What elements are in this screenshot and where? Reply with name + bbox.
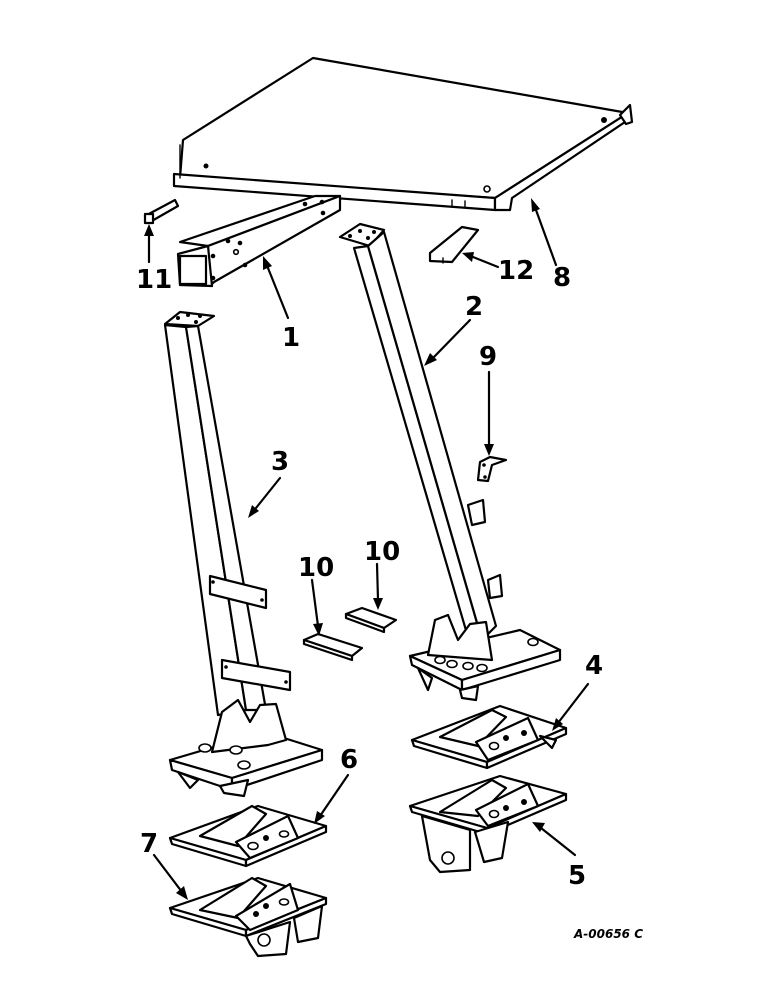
left-leg-part-3 — [163, 310, 324, 798]
shim-plate-right-part-10 — [344, 606, 398, 634]
callout-8: 8 — [553, 263, 571, 293]
angle-bracket-part-12 — [428, 225, 480, 264]
callout-10-right: 10 — [364, 537, 400, 567]
top-plate-part-8 — [172, 56, 634, 212]
callout-5: 5 — [568, 861, 586, 891]
foot-bracket-part-4 — [410, 704, 568, 770]
drawing-number: A-00656 C — [573, 927, 643, 941]
callout-4: 4 — [585, 651, 603, 681]
pin-clip-part-11 — [143, 198, 180, 225]
right-leg-part-2 — [338, 222, 562, 702]
callout-10-left: 10 — [298, 553, 334, 583]
callout-6: 6 — [340, 745, 358, 775]
callout-2: 2 — [465, 292, 483, 322]
foot-bracket-part-5 — [408, 774, 568, 874]
callout-1: 1 — [282, 323, 300, 353]
callouts: 8 11 1 12 2 9 3 10 10 — [136, 198, 603, 900]
small-bracket-part-9 — [476, 455, 508, 483]
callout-7: 7 — [140, 829, 158, 859]
cross-tube-part-1 — [176, 194, 342, 288]
shim-plate-left-part-10 — [302, 632, 364, 662]
foot-bracket-part-6 — [168, 804, 328, 868]
callout-3: 3 — [271, 447, 289, 477]
callout-12: 12 — [498, 256, 534, 286]
foot-bracket-part-7 — [168, 876, 328, 958]
callout-9: 9 — [479, 342, 497, 372]
callout-11: 11 — [136, 265, 172, 295]
